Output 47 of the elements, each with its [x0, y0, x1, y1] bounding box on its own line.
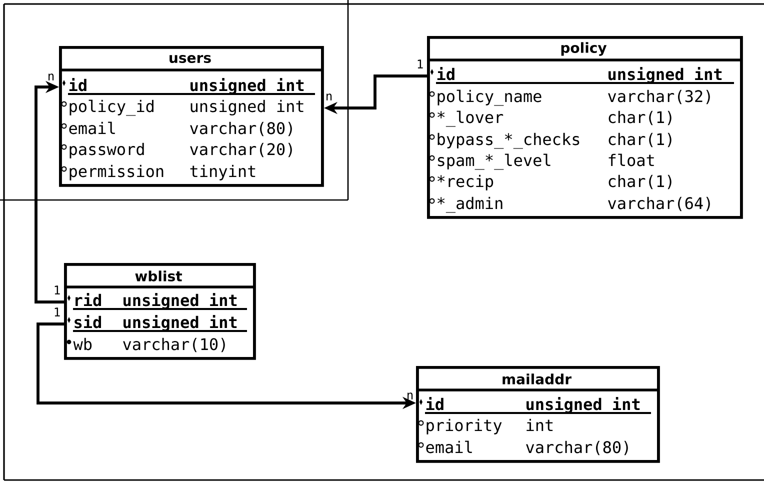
- column-name: priority: [426, 418, 502, 434]
- column-type: varchar(32): [608, 90, 710, 104]
- column-type: varchar(20): [190, 142, 292, 158]
- column-name: permission: [70, 164, 164, 180]
- column-name: *_admin: [438, 196, 502, 213]
- column-name: password: [70, 142, 144, 158]
- column-type: unsigned int: [124, 314, 237, 332]
- column-name: id: [69, 78, 86, 92]
- table-title: wblist: [135, 270, 182, 282]
- column-type: varchar(10): [123, 338, 225, 352]
- column-name: sid: [74, 314, 101, 328]
- column-name: rid: [76, 292, 101, 306]
- column-name: *recip: [438, 174, 494, 190]
- column-name: policy_id: [70, 100, 154, 116]
- column-name: policy_name: [438, 90, 542, 106]
- column-type: char(1): [608, 132, 672, 148]
- column-type: unsigned int: [526, 396, 640, 414]
- column-type: varchar(80): [190, 122, 292, 136]
- column-type: unsigned int: [190, 100, 304, 116]
- column-type: unsigned int: [190, 78, 304, 94]
- cardinality-label: 1: [54, 308, 60, 316]
- column-type: unsigned int: [608, 67, 722, 84]
- column-type: varchar(80): [526, 440, 628, 456]
- column-name: bypass_*_checks: [438, 132, 580, 149]
- table-title: mailaddr: [502, 374, 572, 384]
- column-name: id: [437, 67, 454, 80]
- table-title: policy: [561, 42, 607, 56]
- column-type: char(1): [608, 174, 672, 190]
- cardinality-label: n: [48, 74, 54, 80]
- column-type: float: [608, 154, 654, 166]
- cardinality-label: n: [408, 392, 413, 400]
- table-title: users: [170, 54, 211, 63]
- column-type: tinyint: [190, 164, 256, 180]
- column-name: email: [426, 440, 472, 454]
- arrow: [34, 80, 64, 304]
- cardinality-label: 1: [54, 286, 60, 294]
- column-type: int: [526, 418, 553, 431]
- column-name: *_lover: [438, 110, 504, 127]
- column-name: id: [426, 396, 444, 410]
- column-type: unsigned int: [124, 292, 237, 310]
- column-name: spam_*_level: [438, 154, 550, 170]
- column-name: wb: [73, 338, 92, 350]
- column-name: email: [69, 122, 115, 134]
- cardinality-label: n: [326, 94, 332, 100]
- cardinality-label: 1: [418, 60, 423, 68]
- column-type: varchar(64): [608, 196, 710, 212]
- column-type: char(1): [608, 110, 672, 126]
